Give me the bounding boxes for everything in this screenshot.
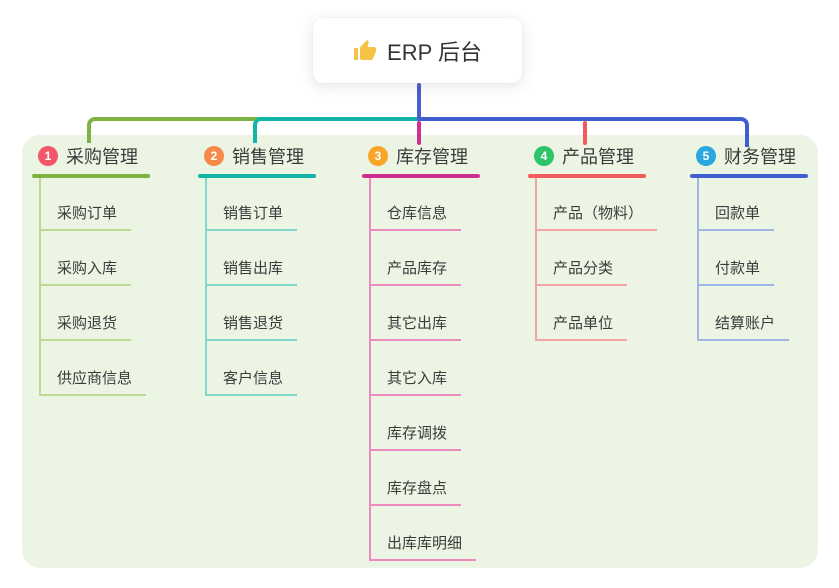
branch-subline [535, 178, 537, 341]
branch-subline [39, 178, 41, 396]
child-node[interactable]: 产品库存 [369, 259, 462, 286]
connector-branch-2 [253, 117, 421, 143]
branch-subline [205, 178, 207, 396]
branch-number-badge: 3 [368, 146, 388, 166]
connector-branch-5 [419, 117, 749, 147]
branch-node-5[interactable]: 5 财务管理 [690, 141, 796, 171]
child-node[interactable]: 库存调拨 [369, 424, 462, 451]
branch-node-4[interactable]: 4 产品管理 [528, 141, 634, 171]
branch-number-badge: 2 [204, 146, 224, 166]
root-label: ERP 后台 [387, 39, 482, 65]
branch-underline [528, 174, 646, 178]
branch-number-badge: 5 [696, 146, 716, 166]
branches-panel [22, 135, 818, 568]
branch-underline [32, 174, 150, 178]
child-node[interactable]: 客户信息 [205, 369, 298, 396]
child-node[interactable]: 出库库明细 [369, 534, 477, 561]
thumbs-up-icon [353, 39, 377, 63]
branch-underline [198, 174, 316, 178]
child-node[interactable]: 销售出库 [205, 259, 298, 286]
child-node[interactable]: 产品单位 [535, 314, 628, 341]
branch-label: 销售管理 [232, 147, 304, 167]
child-node[interactable]: 其它出库 [369, 314, 462, 341]
child-node[interactable]: 仓库信息 [369, 204, 462, 231]
branch-label: 产品管理 [562, 147, 634, 167]
connector-branch-3 [417, 121, 421, 145]
child-node[interactable]: 采购退货 [39, 314, 132, 341]
branch-node-1[interactable]: 1 采购管理 [32, 141, 138, 171]
root-node[interactable]: ERP 后台 [313, 18, 522, 83]
child-node[interactable]: 供应商信息 [39, 369, 147, 396]
branch-label: 财务管理 [724, 147, 796, 167]
child-node[interactable]: 付款单 [697, 259, 775, 286]
child-node[interactable]: 采购订单 [39, 204, 132, 231]
child-node[interactable]: 其它入库 [369, 369, 462, 396]
child-node[interactable]: 结算账户 [697, 314, 790, 341]
branch-subline [369, 178, 371, 561]
branch-node-3[interactable]: 3 库存管理 [362, 141, 468, 171]
connector-branch-4 [583, 121, 587, 145]
branch-label: 库存管理 [396, 147, 468, 167]
connector-root [417, 83, 421, 121]
child-node[interactable]: 产品（物料） [535, 204, 658, 231]
branch-subline [697, 178, 699, 341]
branch-number-badge: 1 [38, 146, 58, 166]
branch-underline [362, 174, 480, 178]
child-node[interactable]: 销售退货 [205, 314, 298, 341]
branch-underline [690, 174, 808, 178]
child-node[interactable]: 采购入库 [39, 259, 132, 286]
child-node[interactable]: 回款单 [697, 204, 775, 231]
child-node[interactable]: 库存盘点 [369, 479, 462, 506]
child-node[interactable]: 销售订单 [205, 204, 298, 231]
child-node[interactable]: 产品分类 [535, 259, 628, 286]
branch-label: 采购管理 [66, 147, 138, 167]
branch-number-badge: 4 [534, 146, 554, 166]
branch-node-2[interactable]: 2 销售管理 [198, 141, 304, 171]
